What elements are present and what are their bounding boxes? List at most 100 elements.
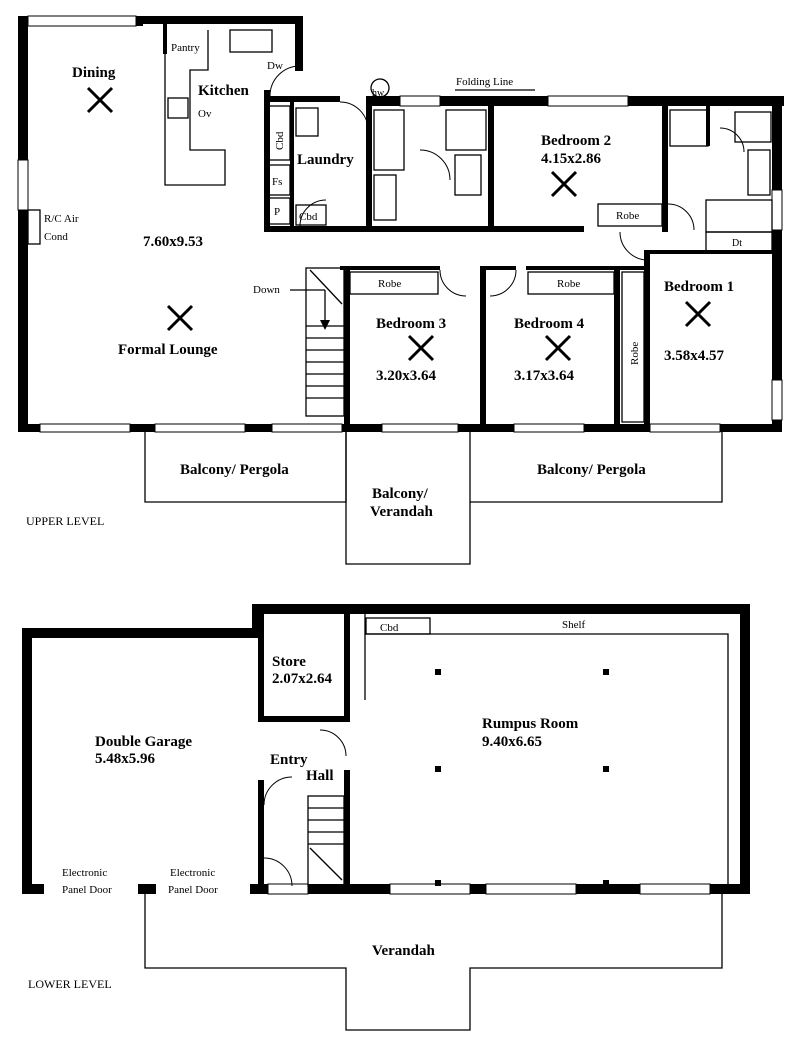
- lower-level-title: LOWER LEVEL: [28, 977, 112, 991]
- bedroom4-size: 3.17x3.64: [514, 368, 575, 384]
- bedroom3-size: 3.20x3.64: [376, 368, 437, 384]
- ov-label: Ov: [198, 108, 212, 120]
- wall: [488, 106, 494, 232]
- kitchen-label: Kitchen: [198, 83, 249, 99]
- wall: [526, 266, 646, 270]
- ceiling-fan-icon: [86, 86, 114, 114]
- robe-label: Robe: [629, 342, 641, 365]
- window: [17, 159, 29, 211]
- pantry-label: Pantry: [171, 42, 200, 54]
- fs-box: [267, 164, 291, 196]
- wall: [366, 226, 490, 232]
- wall: [270, 96, 340, 102]
- balcony-right-label: Balcony/ Pergola: [537, 462, 646, 478]
- window: [639, 883, 711, 895]
- wall: [648, 250, 772, 254]
- robe-label: Robe: [557, 278, 580, 290]
- balcony-center-outline: [345, 432, 471, 565]
- store-label: Store: [272, 654, 306, 670]
- fs-label: Fs: [272, 176, 282, 188]
- wall: [258, 780, 264, 890]
- wall: [18, 16, 28, 432]
- bathtub: [705, 199, 773, 233]
- bedroom1-size: 3.58x4.57: [664, 348, 725, 364]
- ceiling-fan-icon: [550, 170, 578, 198]
- robe: [621, 271, 645, 423]
- wall: [264, 90, 270, 230]
- stair-treads: [308, 807, 344, 881]
- shower: [445, 109, 487, 151]
- garage-size: 5.48x5.96: [95, 751, 156, 767]
- door-swings: [269, 65, 745, 297]
- arrow-down-icon: [320, 320, 330, 330]
- hall-label: Hall: [306, 768, 334, 784]
- wall: [163, 24, 167, 54]
- balcony-center-label: Balcony/: [372, 486, 429, 502]
- wall: [480, 266, 486, 432]
- folding-line-label: Folding Line: [456, 76, 513, 88]
- verandah-label: Verandah: [372, 943, 435, 959]
- stair-treads: [306, 269, 344, 399]
- window: [267, 883, 309, 895]
- dw-label: Dw: [267, 60, 283, 72]
- inner-wall-line: [364, 612, 729, 884]
- wall: [264, 226, 366, 232]
- air-cond-label-2: Cond: [44, 231, 68, 243]
- window: [649, 423, 721, 433]
- wall: [22, 884, 44, 894]
- lounge-size: 7.60x9.53: [143, 234, 203, 250]
- wall: [490, 226, 584, 232]
- window: [389, 883, 471, 895]
- panel-door-label: Electronic: [62, 867, 107, 879]
- wall: [143, 16, 303, 24]
- window: [485, 883, 577, 895]
- stairs: [307, 795, 345, 887]
- cupboard: [365, 617, 431, 635]
- robe-label: Robe: [616, 210, 639, 222]
- formal-lounge-label: Formal Lounge: [118, 342, 218, 358]
- wall: [706, 106, 710, 146]
- dt-label: Dt: [732, 238, 742, 249]
- window: [771, 189, 783, 231]
- window: [513, 423, 585, 433]
- wall: [644, 250, 650, 432]
- door-swings: [263, 729, 347, 887]
- wall: [366, 96, 372, 232]
- p-box: [267, 197, 291, 225]
- bedroom1-label: Bedroom 1: [664, 279, 734, 295]
- wall: [340, 266, 440, 270]
- bedroom3-label: Bedroom 3: [376, 316, 446, 332]
- down-label: Down: [253, 284, 280, 296]
- cbd-label: Cbd: [274, 131, 286, 150]
- robe: [527, 271, 615, 295]
- upper-level-plan: [17, 15, 784, 565]
- wall: [22, 628, 258, 638]
- window: [399, 95, 441, 107]
- window: [154, 423, 246, 433]
- hot-water-icon: [370, 78, 390, 98]
- wall: [344, 266, 350, 432]
- hw-label: hw: [372, 88, 385, 99]
- wall: [262, 716, 348, 722]
- bathtub: [373, 109, 405, 171]
- toilet: [454, 154, 482, 196]
- kitchen-bench: [164, 30, 226, 186]
- window: [271, 423, 343, 433]
- store-size: 2.07x2.64: [272, 671, 333, 687]
- air-conditioner: [27, 209, 41, 245]
- ceiling-fan-icon: [544, 334, 572, 362]
- window: [381, 423, 459, 433]
- window: [27, 15, 137, 27]
- wall: [290, 100, 294, 230]
- window: [39, 423, 131, 433]
- air-cond-label: R/C Air: [44, 213, 79, 225]
- ceiling-fan-icon: [166, 304, 194, 332]
- window: [771, 379, 783, 421]
- panel-door-label: Electronic: [170, 867, 215, 879]
- toilet: [734, 111, 772, 143]
- cooktop: [167, 97, 189, 119]
- panel-door-label-2: Panel Door: [62, 884, 112, 896]
- balcony-left-label: Balcony/ Pergola: [180, 462, 289, 478]
- wall: [740, 604, 750, 894]
- bedroom4-label: Bedroom 4: [514, 316, 585, 332]
